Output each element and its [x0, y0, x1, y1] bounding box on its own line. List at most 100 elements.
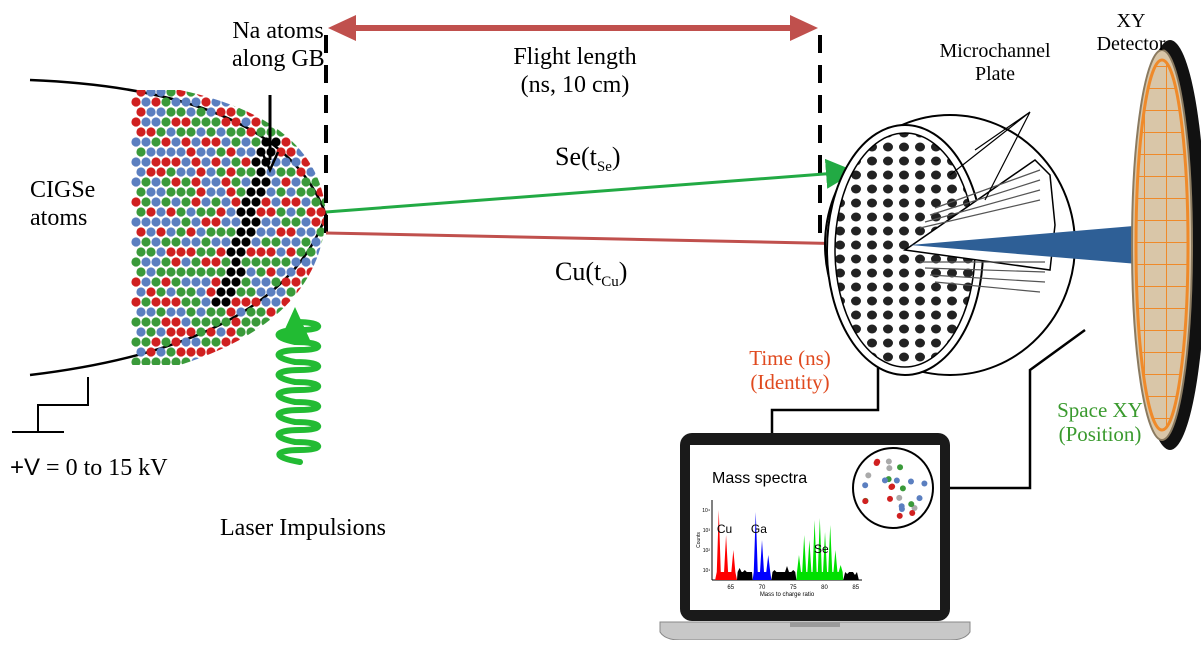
atom: [196, 127, 206, 137]
atom: [181, 357, 191, 365]
position-dot: [908, 501, 915, 508]
atom: [271, 317, 281, 327]
atom: [246, 167, 256, 177]
atom: [171, 137, 181, 147]
atom: [301, 277, 311, 287]
atom: [281, 97, 291, 107]
time-identity-label: Time (ns)(Identity): [749, 346, 831, 395]
atom: [221, 257, 231, 267]
atom: [146, 67, 155, 76]
atom: [291, 297, 301, 307]
atom: [216, 207, 226, 217]
position-dot: [909, 510, 916, 517]
atom: [206, 187, 216, 197]
position-dot: [896, 494, 903, 501]
position-signal-cable: [935, 328, 1086, 490]
atom: [191, 297, 201, 307]
atom: [201, 257, 211, 267]
flight-length-label: Flight length(ns, 10 cm): [513, 44, 637, 98]
atom: [181, 157, 191, 167]
spectrum-peak-label: Ga: [751, 522, 767, 536]
atom: [246, 147, 256, 157]
atom: [206, 367, 215, 376]
atom: [176, 90, 186, 97]
atom: [176, 167, 186, 177]
atom: [156, 147, 166, 157]
atom: [176, 367, 185, 376]
atom: [196, 107, 206, 117]
atom: [266, 227, 276, 237]
atom: [316, 207, 326, 217]
atom: [216, 247, 226, 257]
atom: [236, 167, 246, 177]
atom: [191, 277, 201, 287]
atom: [251, 257, 261, 267]
atom: [201, 317, 211, 327]
atom: [226, 107, 236, 117]
position-dot: [886, 495, 893, 502]
atom: [251, 117, 261, 127]
atom: [306, 227, 316, 237]
na-pointer-arrowhead: [260, 151, 280, 174]
atom: [206, 167, 216, 177]
atom: [171, 217, 181, 227]
spectrum-peaks: [796, 518, 844, 580]
atom: [156, 247, 166, 257]
atom: [236, 127, 246, 137]
atom: [156, 167, 166, 177]
atom: [196, 327, 206, 337]
atom: [241, 97, 251, 107]
atom: [256, 207, 266, 217]
atom: [151, 337, 161, 347]
atom: [131, 157, 141, 167]
atom: [246, 127, 256, 137]
atom: [206, 207, 216, 217]
atom: [181, 177, 191, 187]
atom: [136, 187, 146, 197]
atom: [146, 167, 156, 177]
atom: [311, 277, 321, 287]
atom: [246, 327, 256, 337]
atom: [271, 297, 281, 307]
ground-wire: [37, 377, 89, 432]
atom: [141, 217, 151, 227]
atom: [266, 327, 276, 337]
atom: [206, 327, 216, 337]
atom: [156, 307, 166, 317]
atom: [271, 97, 281, 107]
atom: [141, 77, 150, 86]
detection-beam-cone: [910, 225, 1150, 265]
atom: [186, 147, 196, 157]
atom: [141, 317, 151, 327]
position-dot: [916, 495, 923, 502]
atom: [211, 277, 221, 287]
atom: [321, 337, 326, 347]
atom: [306, 127, 316, 137]
atom: [241, 117, 251, 127]
atom: [196, 147, 206, 157]
atom: [291, 97, 301, 107]
atom: [211, 197, 221, 207]
atom: [206, 90, 216, 97]
atom: [216, 187, 226, 197]
atom: [171, 77, 180, 86]
atom: [221, 217, 231, 227]
atom: [226, 347, 236, 357]
atom: [286, 287, 296, 297]
atom: [256, 227, 266, 237]
atom: [306, 247, 316, 257]
atom: [196, 207, 206, 217]
atom: [231, 297, 241, 307]
atom: [231, 357, 241, 365]
atom: [211, 77, 220, 86]
atom: [181, 277, 191, 287]
atom: [306, 267, 316, 277]
position-dot: [893, 477, 900, 484]
atom: [251, 77, 260, 86]
atom: [251, 237, 261, 247]
atom: [271, 117, 281, 127]
atom: [241, 237, 251, 247]
atom: [306, 107, 316, 117]
